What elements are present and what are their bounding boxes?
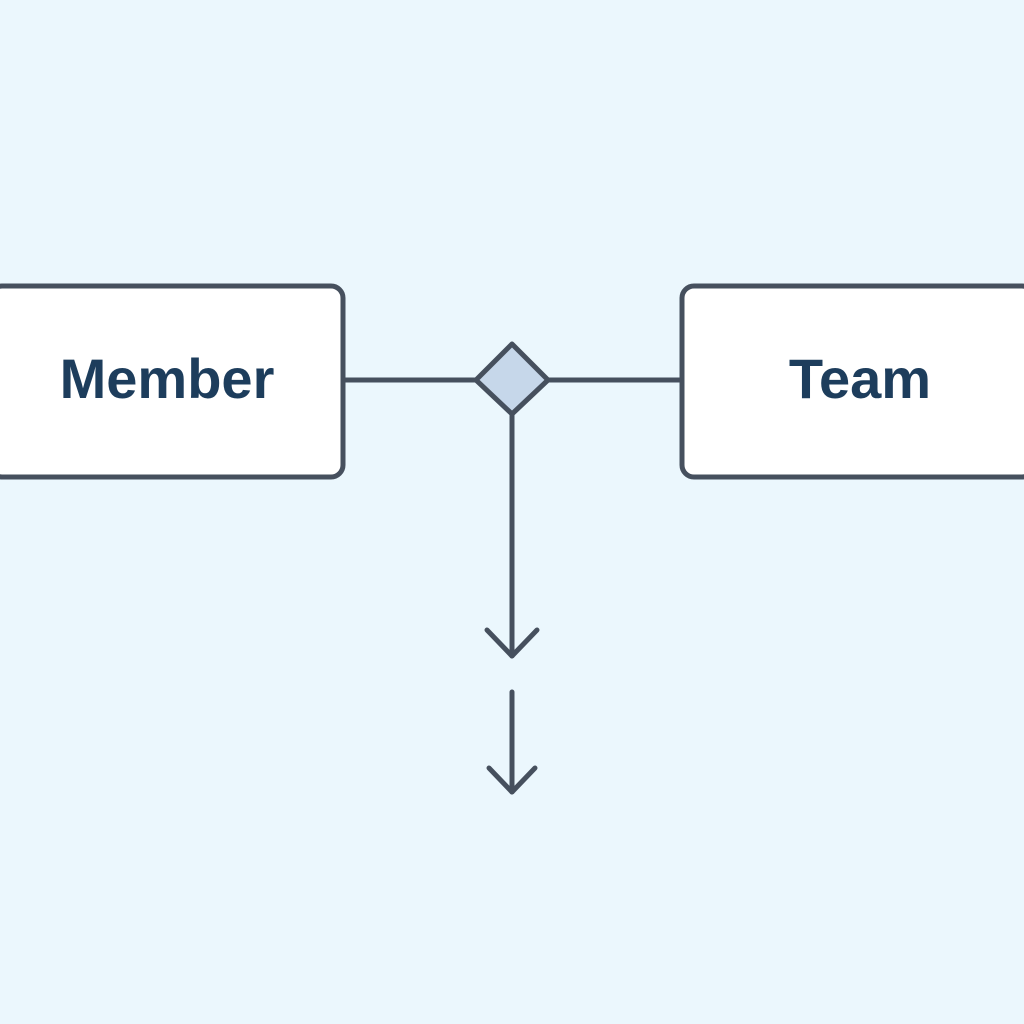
relationship-diamond-icon[interactable] bbox=[473, 341, 551, 417]
entity-box-member bbox=[0, 283, 346, 480]
entity-box-team bbox=[679, 283, 1024, 480]
entity-label-member: Member bbox=[60, 347, 275, 410]
arrowhead-down-icon bbox=[486, 765, 538, 795]
entity-label-team: Team bbox=[789, 347, 931, 410]
arrowhead-down-icon bbox=[484, 627, 540, 659]
entity-member[interactable]: Member bbox=[0, 283, 346, 480]
entity-team[interactable]: Team bbox=[679, 283, 1024, 480]
